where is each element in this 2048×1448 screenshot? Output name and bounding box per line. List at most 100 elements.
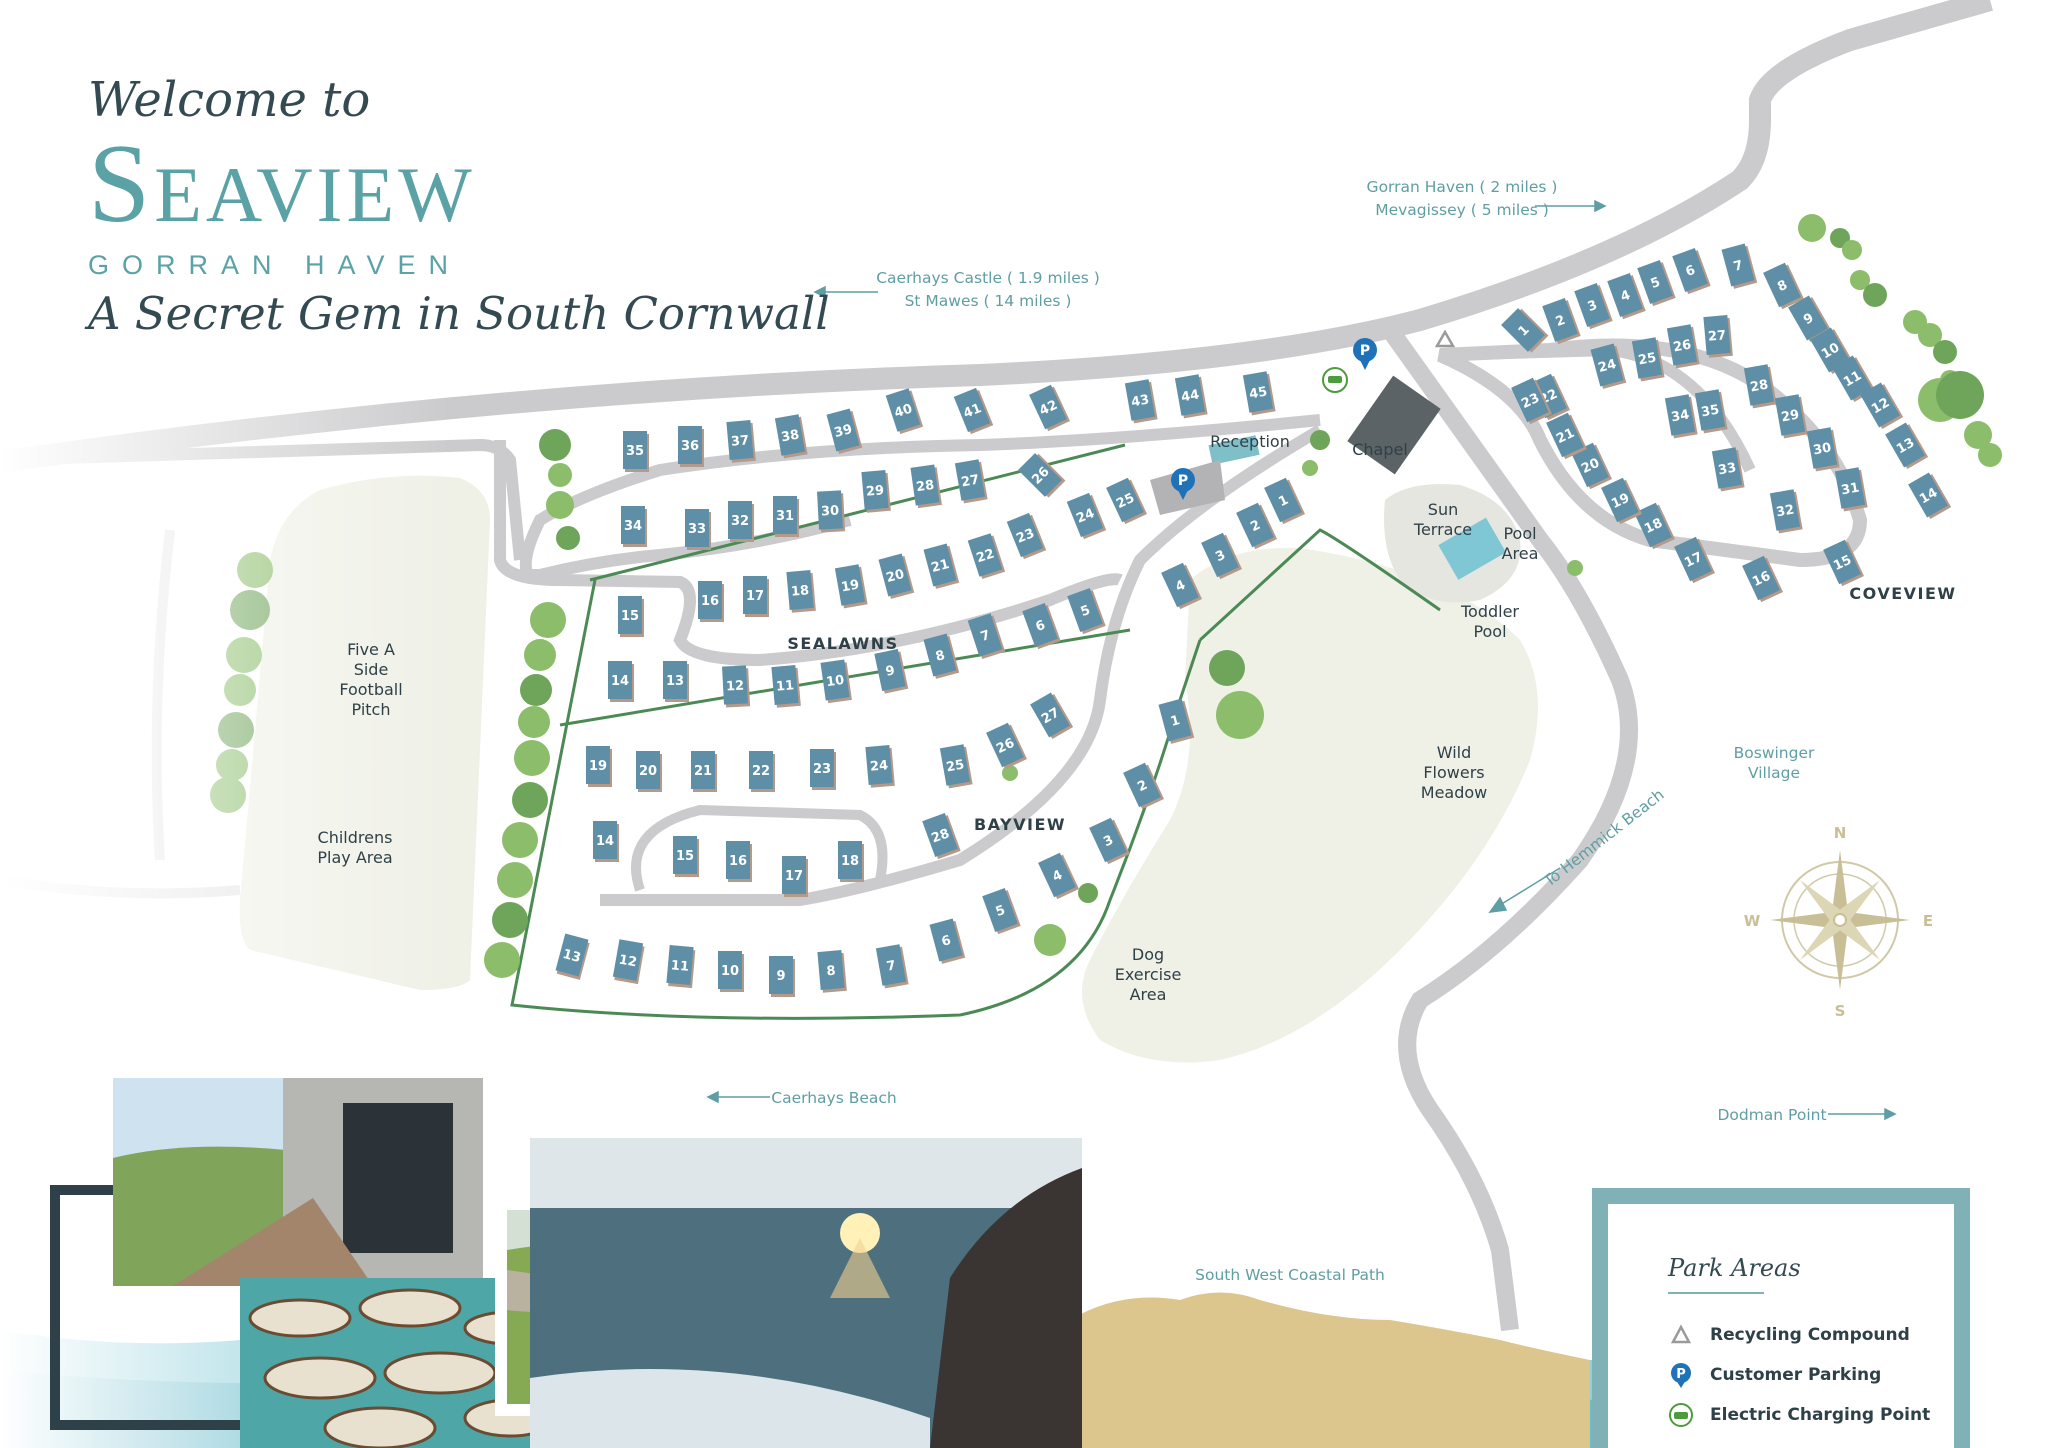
- tree: [1567, 560, 1583, 576]
- area-bayview: BAYVIEW: [973, 815, 1067, 834]
- lodge-number: 35: [626, 444, 644, 459]
- tree: [518, 706, 550, 738]
- area-coveview: COVEVIEW: [1849, 584, 1957, 603]
- tree: [492, 902, 528, 938]
- tree: [539, 429, 571, 461]
- label-boswinger-village: Boswinger Village: [1733, 744, 1815, 782]
- label-chapel: Chapel: [1352, 440, 1408, 459]
- label-reception: Reception: [1210, 432, 1290, 451]
- lodge-sealawns-9: 9: [874, 648, 909, 694]
- tree: [1978, 443, 2002, 467]
- lodge-bayview-8: 8: [817, 950, 847, 993]
- lodge-number: 16: [729, 854, 747, 869]
- fade-left-roads: [151, 529, 175, 861]
- lodge-number: 28: [915, 478, 935, 495]
- lodge-bayview-3: 3: [1089, 817, 1130, 865]
- label-dog-area: Dog Exercise Area: [1114, 945, 1182, 1004]
- lodge-sealawns-43: 43: [1124, 379, 1158, 424]
- lodge-bayview-13: 13: [555, 933, 590, 980]
- lodge-sealawns-22: 22: [967, 533, 1006, 580]
- lodge-sealawns-21: 21: [923, 543, 960, 589]
- lodge-sealawns-18: 18: [786, 570, 816, 613]
- lodge-coveview-29: 29: [1774, 394, 1808, 439]
- lodge-number: 29: [865, 483, 884, 500]
- lodge-sealawns-5: 5: [1067, 588, 1106, 635]
- lodge-bayview-7: 7: [875, 944, 909, 989]
- lodge-bayview-10: 10: [718, 951, 744, 992]
- tagline: A Secret Gem in South Cornwall: [88, 287, 830, 340]
- lodge-sealawns-42: 42: [1029, 384, 1070, 432]
- tree: [1936, 371, 1984, 419]
- label-sun-terrace: Sun Terrace: [1413, 500, 1473, 539]
- lodge-sealawns-33: 33: [685, 509, 711, 550]
- tree: [546, 491, 574, 519]
- area-sealawns: SEALAWNS: [787, 634, 899, 653]
- lodge-number: 31: [1840, 481, 1860, 499]
- lodge-number: 18: [790, 583, 809, 600]
- lodge-sealawns-1: 1: [1264, 477, 1305, 525]
- lodge-coveview-30: 30: [1806, 427, 1840, 472]
- lodge-number: 10: [721, 964, 739, 979]
- lodge-bayview-6: 6: [929, 918, 966, 964]
- parking-icon: P: [1353, 338, 1377, 370]
- lodge-bayview-9: 9: [769, 956, 795, 997]
- tree: [226, 637, 262, 673]
- frame-bracket: [50, 1185, 240, 1430]
- lodge-number: 28: [1749, 378, 1769, 396]
- lodge-bayview-16: 16: [726, 841, 752, 882]
- welcome-text: Welcome to: [88, 72, 371, 128]
- lodge-coveview-2: 2: [1542, 298, 1581, 345]
- ev-charging-icon: [1322, 367, 1348, 393]
- lodge-coveview-6: 6: [1672, 248, 1711, 295]
- lodge-sealawns-36: 36: [678, 426, 704, 467]
- tree: [237, 552, 273, 588]
- lodge-number: 21: [694, 764, 712, 779]
- lodge-sealawns-26: 26: [1018, 453, 1066, 498]
- lodge-bayview-20: 20: [636, 751, 662, 792]
- direction-mevagissey: Mevagissey ( 5 miles ): [1375, 201, 1549, 219]
- lodge-number: 19: [589, 759, 607, 774]
- lodge-sealawns-25: 25: [1106, 477, 1147, 525]
- lodge-sealawns-20: 20: [878, 553, 915, 599]
- lodge-coveview-3: 3: [1574, 283, 1613, 330]
- lodge-number: 32: [1775, 503, 1795, 521]
- lodge-number: 17: [746, 589, 764, 604]
- label-pool-area: Pool Area: [1501, 524, 1539, 563]
- tree: [1216, 691, 1264, 739]
- tree: [520, 674, 552, 706]
- tree: [530, 602, 566, 638]
- photo-sunset-cove: [530, 1138, 1082, 1448]
- lodge-number: 12: [618, 953, 638, 971]
- lodge-coveview-32: 32: [1769, 489, 1803, 534]
- direction-arrows: [706, 199, 1897, 1121]
- lodge-bayview-12: 12: [612, 939, 645, 985]
- svg-text:P: P: [1178, 473, 1188, 489]
- lodge-sealawns-24: 24: [1066, 492, 1107, 540]
- svg-text:P: P: [1360, 343, 1370, 359]
- legend-label: Recycling Compound: [1710, 1325, 1910, 1345]
- tree: [1078, 883, 1098, 903]
- park-location: GORRAN HAVEN: [88, 250, 462, 280]
- direction-st-mawes: St Mawes ( 14 miles ): [904, 292, 1072, 310]
- lodge-number: 23: [813, 762, 831, 777]
- lodge-bayview-17: 17: [782, 856, 808, 897]
- lodge-sealawns-40: 40: [885, 388, 924, 435]
- tree: [502, 822, 538, 858]
- legend-item-parking: P Customer Parking: [1668, 1362, 1881, 1388]
- lodge-sealawns-14: 14: [608, 661, 634, 702]
- label-coastal-path: South West Coastal Path: [1195, 1266, 1385, 1284]
- lodge-coveview-5: 5: [1637, 260, 1676, 307]
- lodge-sealawns-44: 44: [1174, 374, 1208, 419]
- lodge-sealawns-11: 11: [771, 665, 801, 708]
- lodge-sealawns-12: 12: [722, 665, 751, 708]
- lodge-number: 17: [785, 869, 803, 884]
- fade-left-roads-2: [0, 875, 241, 899]
- tree: [1842, 240, 1862, 260]
- compass-s: S: [1835, 1002, 1846, 1020]
- lodge-coveview-27: 27: [1703, 315, 1733, 358]
- tree: [484, 942, 520, 978]
- lodge-number: 16: [701, 594, 719, 609]
- lodge-bayview-19: 19: [586, 746, 612, 787]
- lodge-bayview-11: 11: [666, 945, 696, 989]
- compass-icon: N S E W: [1744, 824, 1933, 1020]
